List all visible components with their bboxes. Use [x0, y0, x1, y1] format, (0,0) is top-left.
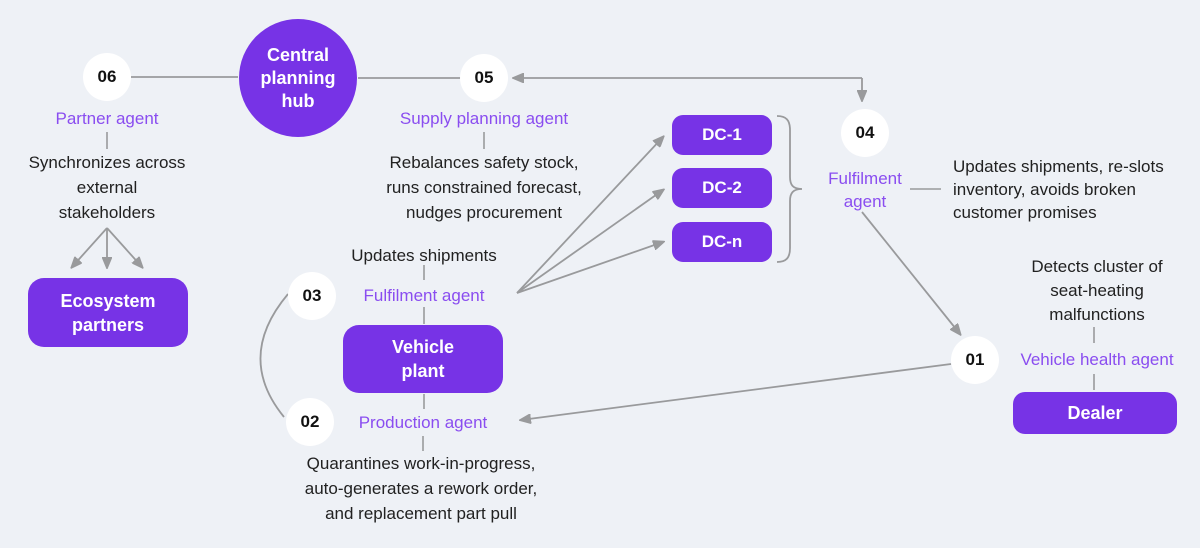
step-03-badge: 03 [288, 272, 336, 320]
step-01-badge: 01 [951, 336, 999, 384]
dc-n-label: DC-n [701, 232, 743, 251]
central-planning-hub-node: Central planning hub [239, 19, 357, 137]
dc-group-brace [776, 115, 803, 263]
arrow-fulfilment-to-dcn [516, 242, 663, 294]
arc-step03-to-step02 [259, 293, 289, 418]
fulfilment-agent-03-label: Fulfilment agent [363, 286, 485, 305]
dc-2-node: DC-2 [672, 168, 772, 208]
supply-planning-agent-label: Supply planning agent [399, 109, 569, 128]
central-planning-hub-label: Central planning hub [260, 44, 336, 111]
arrow-fulfilment-to-dc1 [516, 137, 663, 294]
vehicle-plant-label: Vehicle plant [391, 337, 455, 381]
ecosystem-partners-node: Ecosystem partners [28, 278, 188, 347]
vehicle-health-agent-label: Vehicle health agent [1020, 350, 1174, 369]
dc-1-label: DC-1 [702, 125, 742, 144]
vehicle-health-description: Detects cluster of seat-heating malfunct… [1031, 257, 1163, 324]
arrow-fulfilment-to-dc2 [516, 190, 663, 294]
step-02-badge: 02 [286, 398, 334, 446]
vehicle-plant-node: Vehicle plant [343, 325, 503, 393]
dealer-node: Dealer [1013, 392, 1177, 434]
fulfilment-agent-04-label: Fulfilment agent [828, 169, 902, 211]
arrow-step01-to-production-agent [521, 363, 952, 420]
dc-n-node: DC-n [672, 222, 772, 262]
partner-agent-description: Synchronizes across external stakeholder… [28, 153, 186, 222]
production-agent-label: Production agent [358, 413, 488, 432]
production-agent-description: Quarantines work-in-progress, auto-gener… [304, 454, 538, 523]
dc-2-label: DC-2 [702, 178, 742, 197]
step-05-badge: 05 [460, 54, 508, 102]
arrow-partner-to-ecosystem-right [106, 227, 142, 267]
step-04-badge: 04 [841, 109, 889, 157]
dc-1-node: DC-1 [672, 115, 772, 155]
arrow-step04-to-step01 [861, 211, 960, 334]
ecosystem-partners-label: Ecosystem partners [60, 290, 156, 335]
step-06-badge: 06 [83, 53, 131, 101]
fulfilment-04-description: Updates shipments, re-slots inventory, a… [953, 157, 1164, 222]
partner-agent-label: Partner agent [55, 109, 159, 128]
dealer-label: Dealer [1067, 403, 1123, 423]
arrow-partner-to-ecosystem-left [72, 227, 108, 267]
updates-shipments-note: Updates shipments [351, 246, 497, 265]
supply-planning-description: Rebalances safety stock, runs constraine… [386, 153, 582, 222]
